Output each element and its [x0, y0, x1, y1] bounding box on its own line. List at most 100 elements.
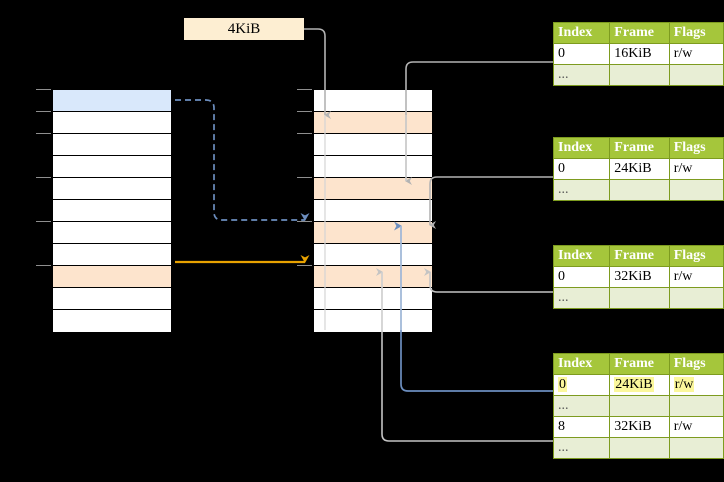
cell-idx: ... — [552, 179, 611, 201]
virtual-address-space-cell-10 — [53, 310, 171, 332]
cell-frame — [609, 64, 670, 86]
virtual-address-space-tick-4 — [36, 177, 51, 178]
physical-memory-cell-9 — [314, 288, 432, 310]
physical-memory-cell-1 — [314, 112, 432, 134]
virtual-address-space-cell-3 — [53, 156, 171, 178]
virtual-address-space-cell-4 — [53, 178, 171, 200]
physical-memory-cell-2 — [314, 134, 432, 156]
cell-flags: r/w — [668, 266, 724, 288]
virtual-address-space-cell-9 — [53, 288, 171, 310]
column-header-frame: Frame — [609, 353, 670, 375]
cell-idx: 0 — [552, 266, 611, 288]
cell-idx: 0 — [552, 158, 611, 180]
cell-idx: ... — [552, 395, 611, 417]
cell-flags: r/w — [668, 374, 724, 396]
physical-memory-tick-6 — [297, 221, 312, 222]
cell-frame: 32KiB — [609, 266, 670, 288]
column-header-index: Index — [552, 245, 611, 267]
table-row: ... — [552, 437, 724, 459]
column-header-frame: Frame — [609, 137, 670, 159]
cell-flags: r/w — [668, 416, 724, 438]
column-header-flags: Flags — [668, 353, 724, 375]
virtual-address-space-column — [52, 89, 172, 333]
column-header-flags: Flags — [668, 137, 724, 159]
physical-memory-tick-1 — [297, 111, 312, 112]
table-row: ... — [552, 395, 724, 417]
cell-frame — [609, 287, 670, 309]
cell-frame — [609, 395, 670, 417]
column-header-frame: Frame — [609, 245, 670, 267]
cell-flags: r/w — [668, 158, 724, 180]
cell-flags — [668, 179, 724, 201]
physical-memory-tick-4 — [297, 177, 312, 178]
virtual-address-space-cell-6 — [53, 222, 171, 244]
virtual-address-space-tick-6 — [36, 221, 51, 222]
physical-memory-tick-0 — [297, 89, 312, 90]
table-row: 0 24KiB r/w — [552, 374, 724, 396]
cell-frame: 24KiB — [609, 374, 670, 396]
wire-table2-to-mem — [429, 176, 553, 229]
table-row: ... — [552, 179, 724, 201]
virtual-address-space-cell-1 — [53, 112, 171, 134]
table-row: ... — [552, 287, 724, 309]
cell-frame — [609, 179, 670, 201]
cell-idx: ... — [552, 437, 611, 459]
column-header-index: Index — [552, 22, 611, 44]
column-header-frame: Frame — [609, 22, 670, 44]
cell-flags: r/w — [668, 43, 724, 65]
physical-memory-tick-8 — [297, 265, 312, 266]
physical-memory-cell-8 — [314, 266, 432, 288]
cell-idx: ... — [552, 287, 611, 309]
physical-memory-cell-10 — [314, 310, 432, 332]
cell-frame: 24KiB — [609, 158, 670, 180]
physical-memory-cell-3 — [314, 156, 432, 178]
virtual-address-space-cell-0 — [53, 90, 171, 112]
cell-flags — [668, 287, 724, 309]
physical-memory-column — [313, 89, 433, 333]
physical-memory-cell-4 — [314, 178, 432, 200]
physical-memory-cell-6 — [314, 222, 432, 244]
virtual-address-space-cell-7 — [53, 244, 171, 266]
highlighted-value: 24KiB — [614, 377, 654, 392]
column-header-index: Index — [552, 137, 611, 159]
cell-frame: 16KiB — [609, 43, 670, 65]
physical-memory-cell-0 — [314, 90, 432, 112]
cell-flags — [668, 437, 724, 459]
highlighted-value: 0 — [558, 377, 567, 392]
cell-idx: 0 — [552, 43, 611, 65]
column-header-flags: Flags — [668, 22, 724, 44]
cell-frame: 32KiB — [609, 416, 670, 438]
wire-table3-to-mem — [424, 268, 553, 293]
cell-flags — [668, 64, 724, 86]
virtual-address-space-cell-2 — [53, 134, 171, 156]
virtual-address-space-cell-5 — [53, 200, 171, 222]
physical-memory-tick-2 — [297, 133, 312, 134]
column-header-flags: Flags — [668, 245, 724, 267]
wire-vaddr-to-mem-dashed — [175, 99, 310, 221]
cell-frame — [609, 437, 670, 459]
virtual-address-space-tick-2 — [36, 133, 51, 134]
cell-idx: ... — [552, 64, 611, 86]
column-header-index: Index — [552, 353, 611, 375]
cell-idx: 8 — [552, 416, 611, 438]
virtual-address-space-tick-1 — [36, 111, 51, 112]
virtual-address-space-tick-8 — [36, 265, 51, 266]
size-label-4kib: 4KiB — [184, 18, 304, 40]
table-row: ... — [552, 64, 724, 86]
cell-flags — [668, 395, 724, 417]
virtual-address-space-cell-8 — [53, 266, 171, 288]
highlighted-value: r/w — [673, 377, 695, 392]
cell-idx: 0 — [552, 374, 611, 396]
